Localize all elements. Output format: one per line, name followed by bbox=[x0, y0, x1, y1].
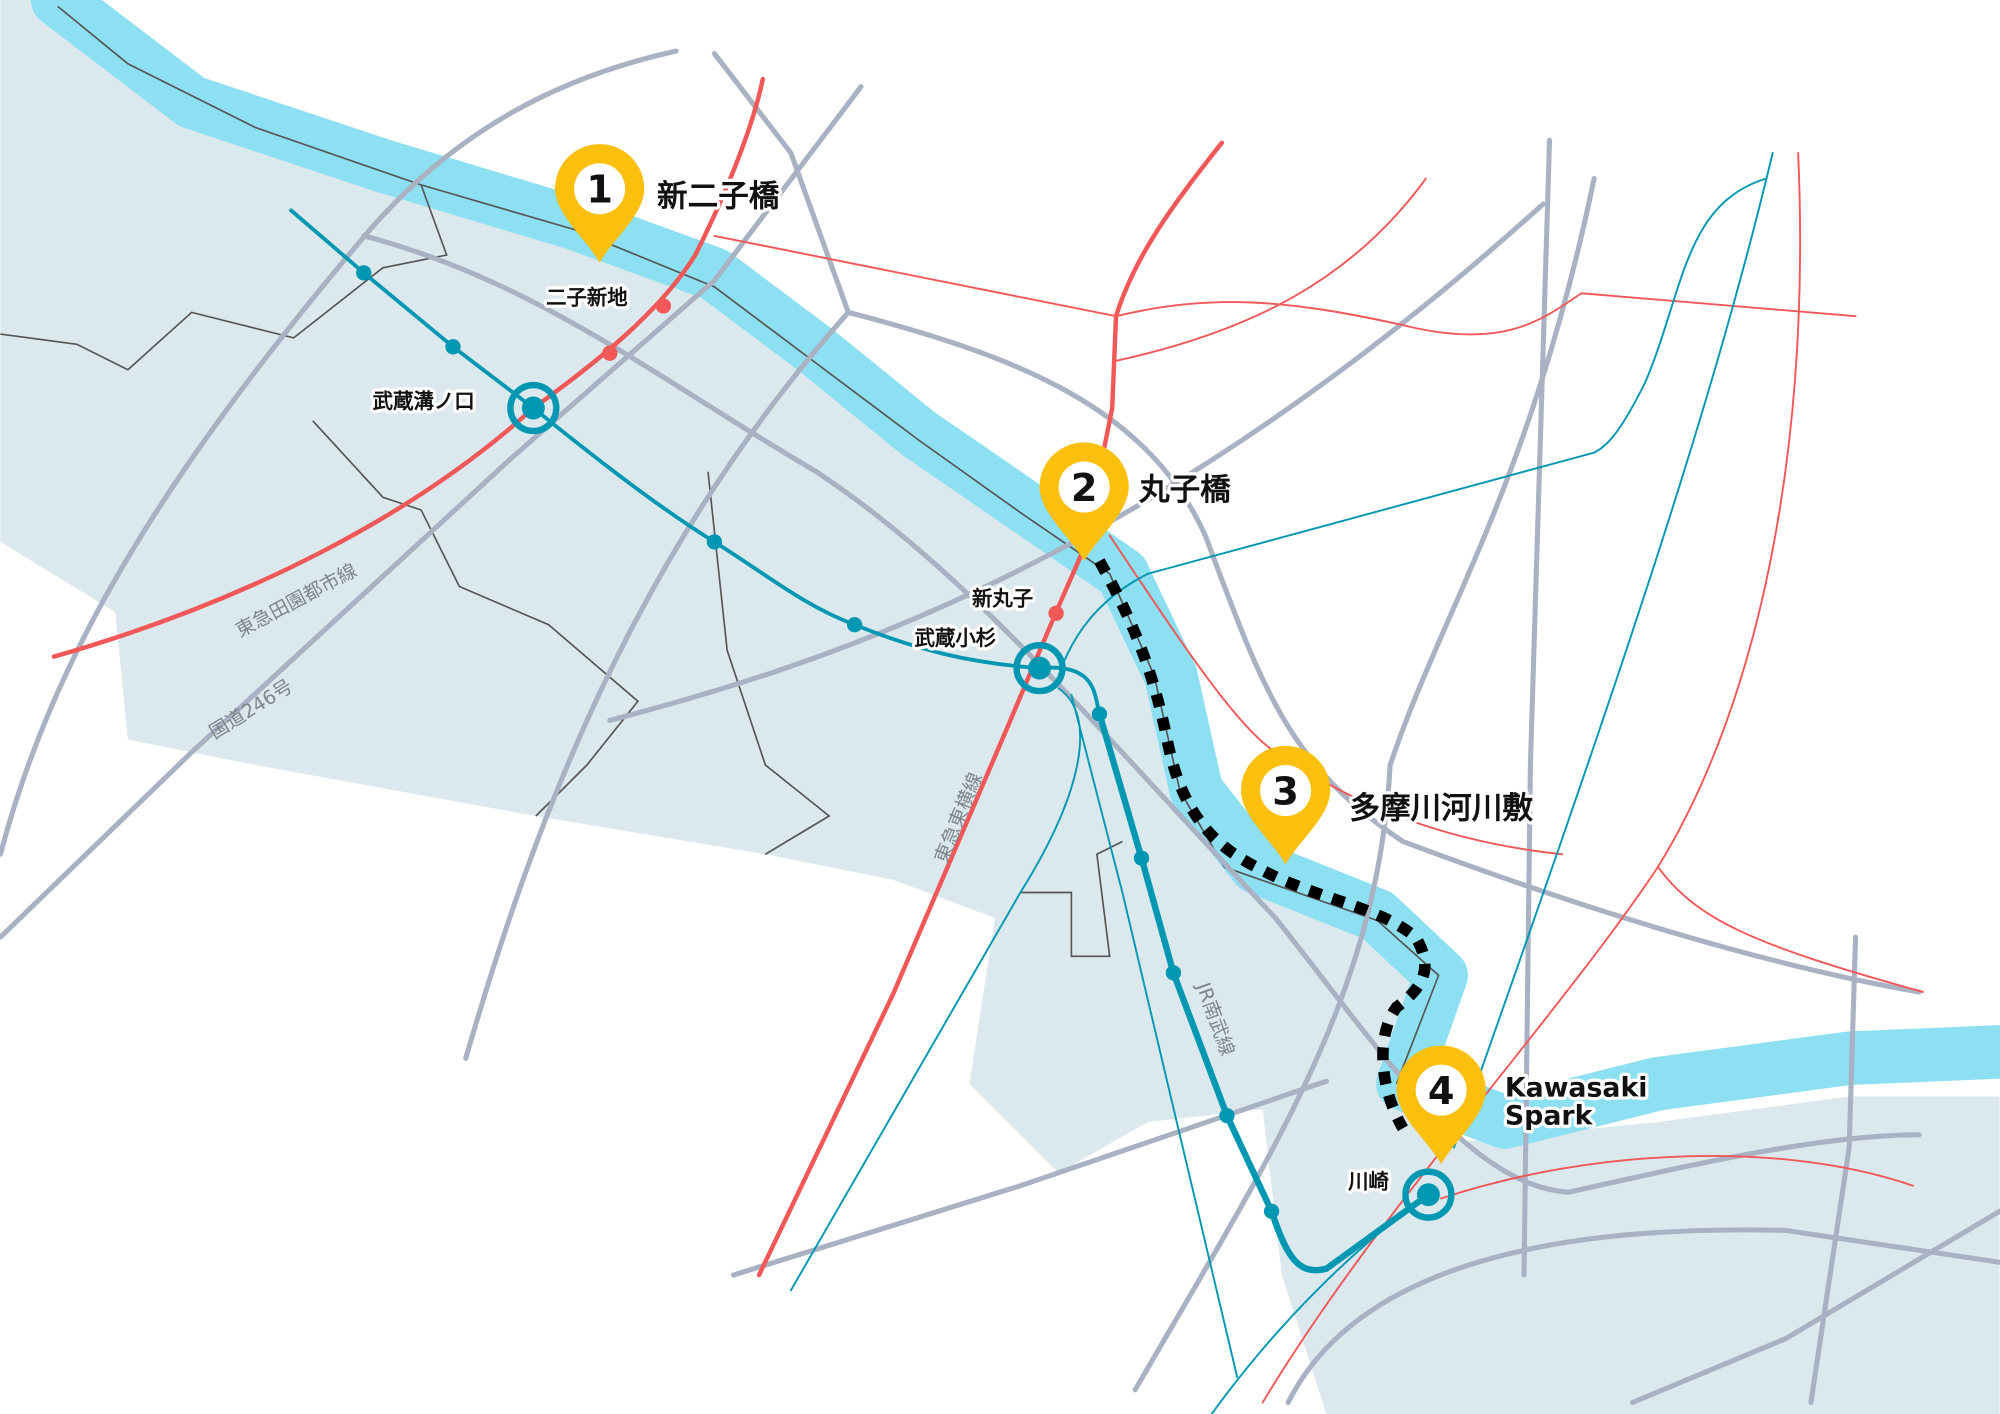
pin-4-label-line1: Kawasaki bbox=[1505, 1073, 1648, 1104]
svg-text:1: 1 bbox=[586, 168, 613, 213]
river-bank-line bbox=[57, 5, 1440, 1085]
station-label-kawasaki: 川崎 bbox=[1347, 1169, 1389, 1193]
station-label-shin-maruko: 新丸子 bbox=[972, 587, 1033, 611]
station-kawasaki-ring[interactable] bbox=[1402, 1168, 1455, 1221]
pin-3-label: 多摩川河川敷 bbox=[1349, 791, 1533, 827]
pin-2[interactable]: 2 bbox=[1039, 442, 1129, 562]
station-dots bbox=[356, 265, 1280, 1219]
minor-rail-lines bbox=[713, 152, 1925, 1414]
roads bbox=[0, 48, 2000, 1406]
station-label-futako-shinchi: 二子新地 bbox=[546, 286, 628, 310]
station-label-musashi-kosugi: 武蔵小杉 bbox=[915, 626, 997, 650]
svg-text:2: 2 bbox=[1071, 466, 1098, 511]
nambu-line-thick bbox=[1096, 710, 1432, 1274]
toyoko-line bbox=[756, 140, 1225, 1278]
pin-1[interactable]: 1 bbox=[555, 144, 645, 263]
station-mizonokuchi-ring[interactable] bbox=[507, 381, 560, 435]
walking-route bbox=[1094, 558, 1431, 1132]
svg-text:4: 4 bbox=[1428, 1069, 1455, 1114]
station-kosugi-ring[interactable] bbox=[1013, 641, 1066, 695]
station-label-musashi-mizonokuchi: 武蔵溝ノ口 bbox=[373, 389, 475, 413]
pin-3[interactable]: 3 bbox=[1240, 745, 1331, 865]
svg-text:3: 3 bbox=[1272, 770, 1299, 815]
pin-1-label: 新二子橋 bbox=[657, 180, 780, 215]
pin-4[interactable]: 4 bbox=[1396, 1045, 1486, 1165]
pin-2-label: 丸子橋 bbox=[1138, 473, 1231, 508]
ward-boundary bbox=[0, 184, 1123, 958]
denentoshi-line bbox=[51, 76, 766, 659]
pin-4-label-line2: Spark bbox=[1505, 1101, 1594, 1132]
